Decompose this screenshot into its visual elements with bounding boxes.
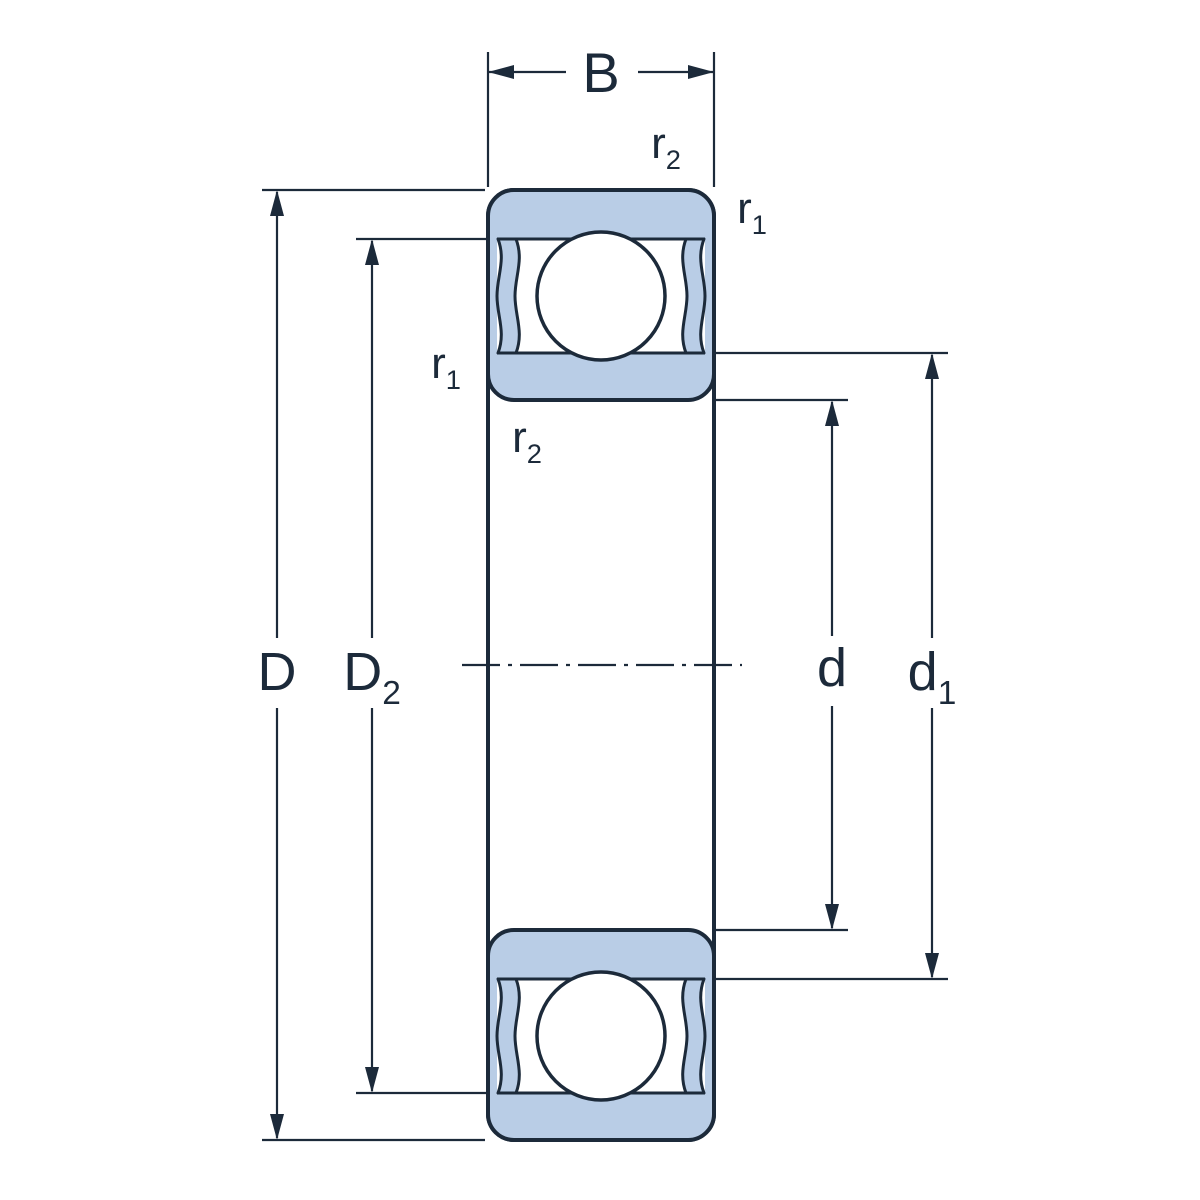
bearing-cross-section	[462, 188, 742, 1142]
arrowhead-down-icon	[365, 1067, 379, 1093]
label-r2-left: r2	[512, 413, 542, 469]
bearing-section-top	[486, 188, 716, 402]
arrowhead-down-icon	[925, 953, 939, 979]
label-r1-top: r1	[737, 184, 767, 240]
dim-label-B: B	[582, 41, 619, 104]
dimension-d: d	[716, 398, 848, 932]
dimension-d1: d1	[716, 351, 957, 981]
arrowhead-down-icon	[825, 904, 839, 930]
arrowhead-up-icon	[270, 190, 284, 216]
seal-left	[495, 237, 521, 355]
dim-label-d1: d1	[908, 642, 957, 712]
ball	[535, 230, 667, 362]
arrowhead-up-icon	[925, 353, 939, 379]
radius-labels: r2 r1 r1 r2	[431, 119, 767, 469]
arrowhead-left-icon	[488, 65, 514, 79]
seal-right	[681, 237, 707, 355]
label-r2-top: r2	[651, 119, 681, 175]
dim-label-d: d	[817, 638, 847, 698]
dim-label-D: D	[258, 642, 297, 702]
arrowhead-up-icon	[365, 239, 379, 265]
arrowhead-down-icon	[270, 1114, 284, 1140]
label-r1-left: r1	[431, 339, 461, 395]
arrowhead-right-icon	[688, 65, 714, 79]
arrowhead-up-icon	[825, 400, 839, 426]
dimension-D2: D2	[343, 237, 486, 1095]
bearing-section-bottom	[486, 928, 716, 1142]
dim-label-D2: D2	[343, 642, 401, 712]
dimension-D: D	[258, 188, 485, 1142]
dimension-B: B	[486, 41, 716, 187]
